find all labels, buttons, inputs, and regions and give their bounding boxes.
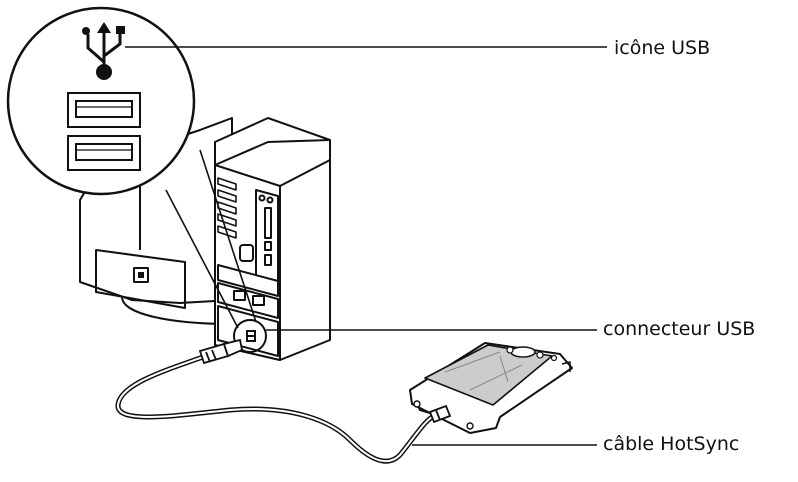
usb-trident-icon — [82, 22, 125, 80]
usb-connector-highlight — [233, 319, 267, 353]
drive-bay-1 — [217, 264, 279, 297]
tower-usb-port — [246, 330, 256, 342]
computer-tower — [214, 117, 331, 361]
power-button — [239, 244, 254, 262]
usb-magnified-inset — [6, 6, 196, 196]
label-hotsync-cable: câble HotSync — [603, 433, 740, 455]
hotsync-cable — [115, 353, 440, 464]
usb-port-top — [67, 92, 141, 128]
usb-plug — [198, 338, 244, 365]
usb-port-bottom — [67, 135, 141, 171]
monitor-rear-panel — [95, 249, 186, 309]
label-usb-icon: icône USB — [614, 37, 711, 59]
label-usb-connector: connecteur USB — [603, 318, 756, 340]
hotsync-plug — [428, 404, 452, 424]
handheld-device — [409, 342, 573, 434]
zoom-leader-lines — [165, 149, 257, 329]
callout-lines — [125, 46, 607, 446]
